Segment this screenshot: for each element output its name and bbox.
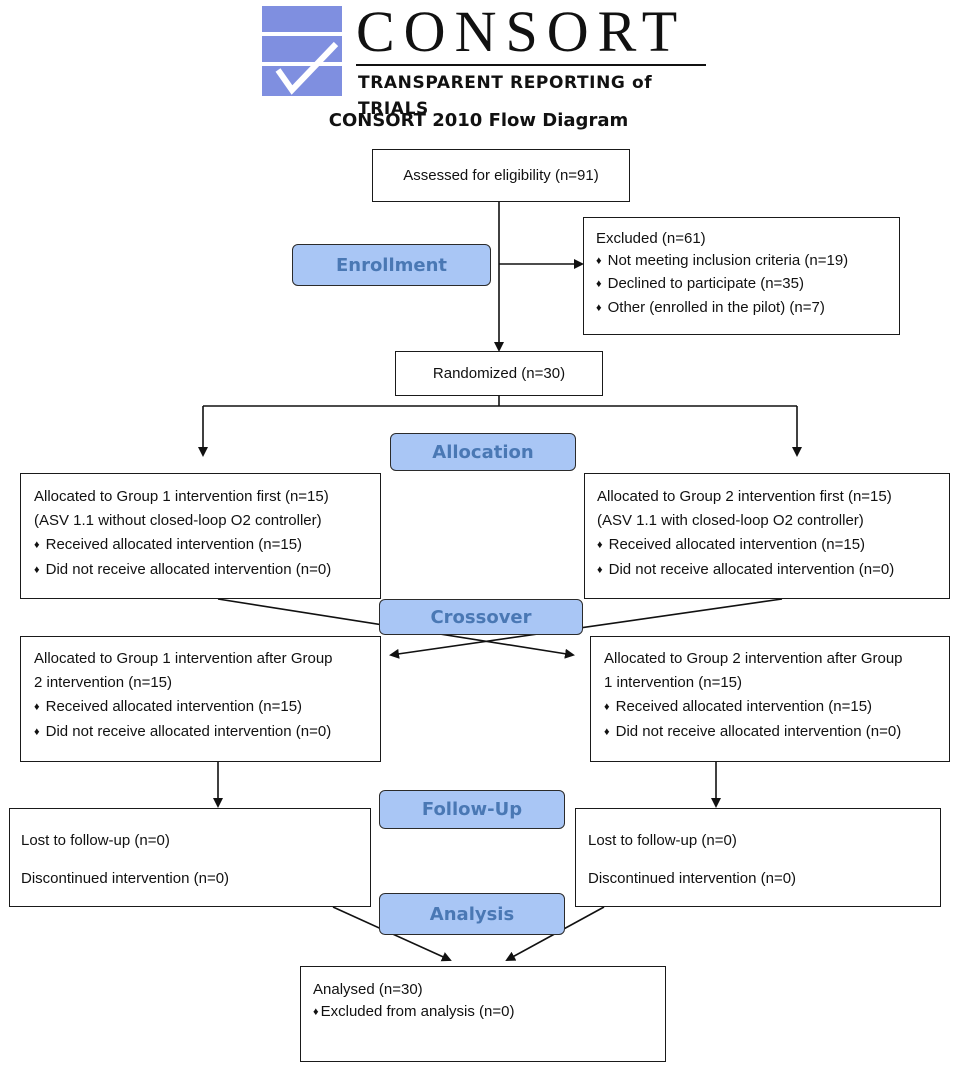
stage-allocation: Allocation	[390, 433, 576, 471]
stage-analysis: Analysis	[379, 893, 565, 935]
randomized-label: Randomized (n=30)	[432, 364, 566, 382]
discontinued-label: Discontinued intervention (n=0)	[588, 870, 797, 887]
allocation-group2-box: Allocated to Group 2 intervention first …	[584, 473, 950, 599]
bullet-icon: ♦	[34, 564, 40, 576]
bullet-icon: ♦	[313, 1006, 319, 1018]
bullet-icon: ♦	[597, 564, 603, 576]
stage-crossover: Crossover	[379, 599, 583, 635]
followup-left-box: Lost to follow-up (n=0) Discontinued int…	[9, 808, 371, 907]
assessed-box: Assessed for eligibility (n=91)	[372, 149, 630, 202]
excluded-box: Excluded (n=61) ♦Not meeting inclusion c…	[583, 217, 900, 335]
assessed-label: Assessed for eligibility (n=91)	[403, 166, 599, 184]
stage-enrollment: Enrollment	[292, 244, 491, 286]
logo-tagline: TRANSPARENT REPORTING of TRIALS	[358, 73, 653, 119]
bullet-icon: ♦	[597, 539, 603, 551]
bullet-icon: ♦	[604, 726, 610, 738]
logo-rule	[356, 64, 706, 66]
lost-to-followup-label: Lost to follow-up (n=0)	[21, 832, 170, 849]
analysed-item: ♦Excluded from analysis (n=0)	[313, 1003, 515, 1020]
bullet-icon: ♦	[34, 726, 40, 738]
consort-logo: CONSORT TRANSPARENT REPORTING of TRIALS	[262, 0, 712, 119]
bullet-icon: ♦	[604, 701, 610, 713]
bullet-icon: ♦	[596, 301, 602, 314]
discontinued-label: Discontinued intervention (n=0)	[21, 870, 230, 887]
followup-right-box: Lost to follow-up (n=0) Discontinued int…	[575, 808, 941, 907]
bullet-icon: ♦	[34, 539, 40, 551]
lost-to-followup-label: Lost to follow-up (n=0)	[588, 832, 737, 849]
allocation-group1-box: Allocated to Group 1 intervention first …	[20, 473, 381, 599]
bullet-icon: ♦	[596, 278, 602, 290]
analysed-box: Analysed (n=30) ♦Excluded from analysis …	[300, 966, 666, 1062]
stage-followup: Follow-Up	[379, 790, 565, 829]
consort-check-icon	[262, 6, 342, 96]
excluded-item: ♦Not meeting inclusion criteria (n=19)	[596, 251, 849, 269]
page-title: CONSORT 2010 Flow Diagram	[328, 110, 629, 131]
crossover-group1-box: Allocated to Group 1 intervention after …	[20, 636, 381, 762]
randomized-box: Randomized (n=30)	[395, 351, 603, 396]
excluded-heading: Excluded (n=61)	[596, 230, 706, 247]
analysed-heading: Analysed (n=30)	[313, 981, 423, 998]
bullet-icon: ♦	[596, 254, 602, 267]
bullet-icon: ♦	[34, 701, 40, 713]
crossover-group2-box: Allocated to Group 2 intervention after …	[590, 636, 950, 762]
excluded-item: ♦Declined to participate (n=35)	[596, 275, 804, 292]
excluded-item: ♦Other (enrolled in the pilot) (n=7)	[596, 298, 825, 316]
logo-wordmark: CONSORT	[356, 0, 687, 64]
